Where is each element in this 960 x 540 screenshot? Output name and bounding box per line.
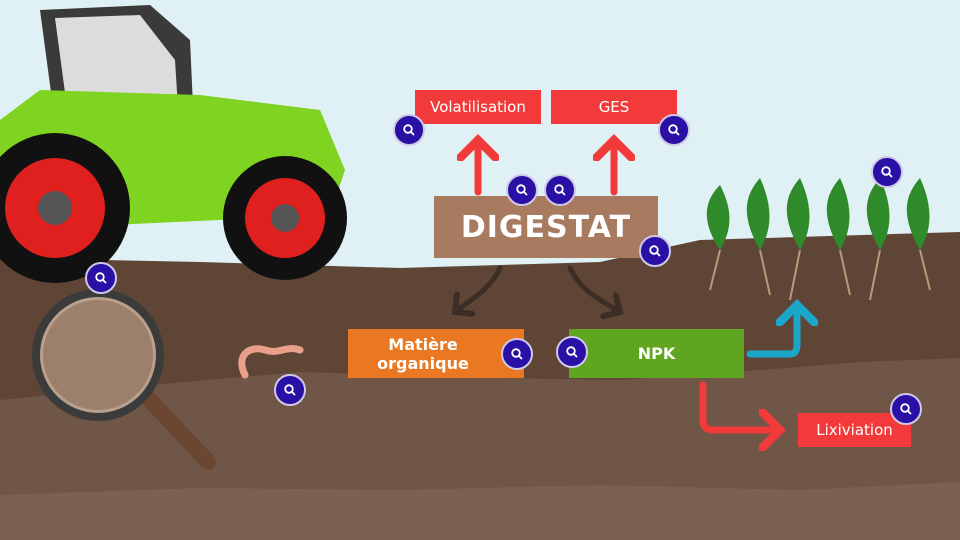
lixiviation-label: Lixiviation — [798, 413, 911, 447]
hotspot-earthworm-button[interactable] — [274, 374, 306, 406]
hotspot-matiere-organique-button[interactable] — [501, 338, 533, 370]
hotspot-npk-button[interactable] — [556, 336, 588, 368]
volatilisation-label: Volatilisation — [415, 90, 541, 124]
tractor-illustration — [0, 5, 347, 283]
earthworm-illustration — [238, 345, 304, 379]
hotspot-soil-sample-button[interactable] — [85, 262, 117, 294]
magnifier-icon — [554, 184, 566, 196]
magnifier-soil-illustration — [32, 289, 216, 470]
magnifier-icon — [900, 403, 912, 415]
magnifier-icon — [403, 124, 415, 136]
hotspot-lixiviation-button[interactable] — [890, 393, 922, 425]
hotspot-digestat-corner-button[interactable] — [639, 235, 671, 267]
crop-plants-illustration — [706, 178, 931, 301]
magnifier-icon — [566, 346, 578, 358]
magnifier-icon — [284, 384, 296, 396]
digestat-label: DIGESTAT — [434, 196, 658, 258]
magnifier-icon — [511, 348, 523, 360]
hotspot-digestat-left-button[interactable] — [506, 174, 538, 206]
magnifier-icon — [516, 184, 528, 196]
magnifier-icon — [668, 124, 680, 136]
flow-arrows — [455, 140, 797, 430]
magnifier-icon — [649, 245, 661, 257]
matiere-organique-label: Matière organique — [348, 329, 524, 378]
hotspot-plants-button[interactable] — [871, 156, 903, 188]
hotspot-digestat-right-button[interactable] — [544, 174, 576, 206]
ges-label: GES — [551, 90, 677, 124]
magnifier-icon — [95, 272, 107, 284]
npk-label: NPK — [569, 329, 744, 378]
hotspot-volatilisation-button[interactable] — [393, 114, 425, 146]
magnifier-icon — [881, 166, 893, 178]
soil-layers — [0, 232, 960, 540]
hotspot-ges-button[interactable] — [658, 114, 690, 146]
